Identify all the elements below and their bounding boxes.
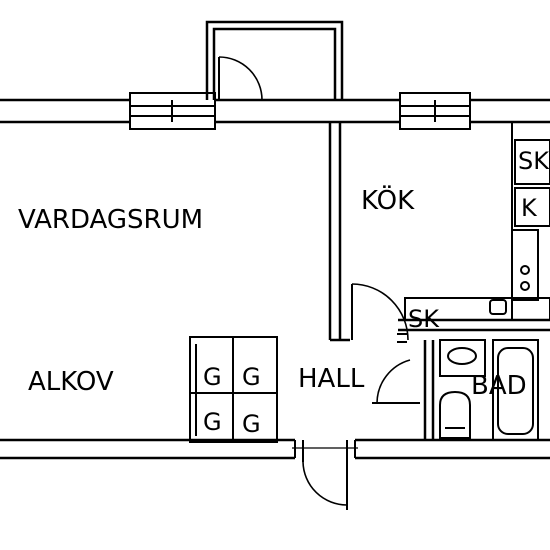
balcony xyxy=(205,20,344,101)
interior-walls xyxy=(328,122,550,440)
entrance-door xyxy=(292,440,358,510)
wardrobe-label-1: G xyxy=(203,363,222,391)
wardrobe-label-4: G xyxy=(242,410,261,438)
room-label-vardagsrum: VARDAGSRUM xyxy=(18,205,203,235)
windows xyxy=(129,92,471,130)
room-label-hall: HALL xyxy=(298,364,365,394)
storage-label-hall-sk: SK xyxy=(408,305,440,333)
bathroom-fixtures xyxy=(439,339,539,441)
wardrobe xyxy=(189,336,278,443)
room-label-kok: KÖK xyxy=(361,184,415,216)
storage-label-kitchen-k: K xyxy=(521,194,538,222)
storage-label-kitchen-sk: SK xyxy=(518,147,550,175)
room-label-alkov: ALKOV xyxy=(28,367,114,397)
room-label-bad: BAD xyxy=(471,371,527,401)
wardrobe-label-2: G xyxy=(242,363,261,391)
outer-walls xyxy=(0,98,550,460)
wardrobe-label-3: G xyxy=(203,408,222,436)
kitchen-fittings xyxy=(404,122,550,321)
